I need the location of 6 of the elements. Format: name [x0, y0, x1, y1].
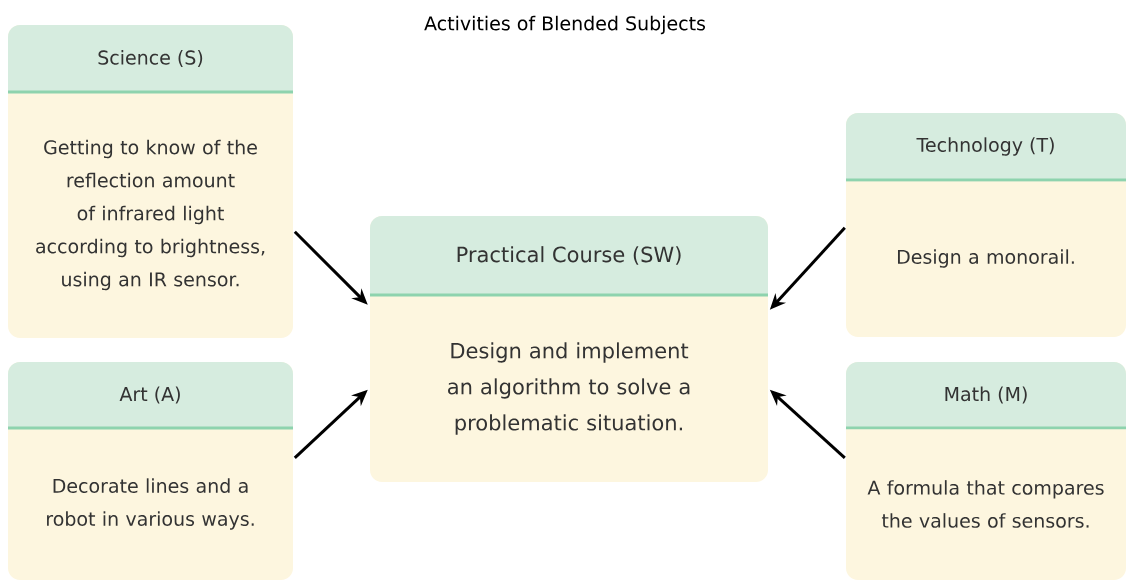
subject-card: Practical Course (SW) Design and implement an algorithm to solve a problematic situation.	[370, 216, 768, 482]
title: Activities of Blended Subjects	[424, 15, 706, 35]
subject-card: Art (A) Decorate lines and a robot in various ways.	[8, 362, 293, 580]
subject-card: Science (S) Getting to know of the reflection amount of infrared light according to brightness, using an IR sensor.	[8, 25, 293, 338]
subject-card: Math (M) A formula that compares the values of sensors.	[846, 362, 1126, 580]
subject-card: Technology (T) Design a monorail.	[846, 113, 1126, 337]
